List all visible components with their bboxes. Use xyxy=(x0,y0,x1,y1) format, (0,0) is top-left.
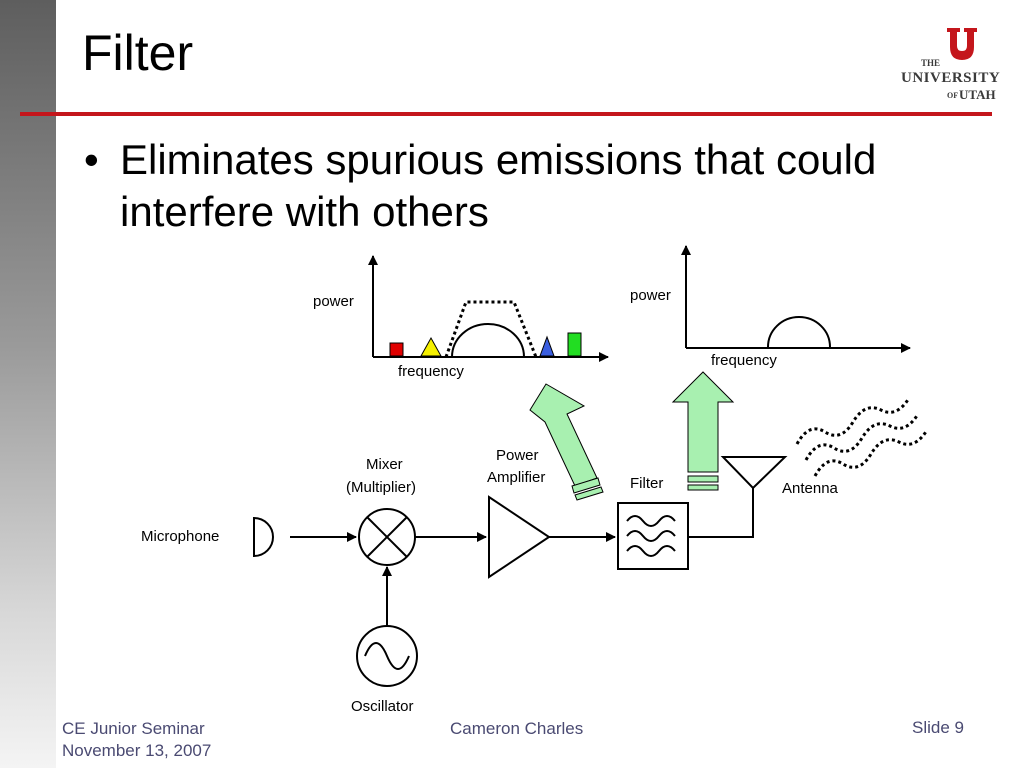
bullet-marker: • xyxy=(84,136,99,183)
footer-date: November 13, 2007 xyxy=(62,741,212,760)
spur-blue-triangle xyxy=(539,335,555,357)
logo-university: UNIVERSITY xyxy=(901,70,1000,86)
spur-yellow-triangle xyxy=(420,336,442,357)
spur-red-square xyxy=(389,342,404,357)
antenna-label: Antenna xyxy=(782,480,839,497)
microphone-icon xyxy=(253,516,274,558)
filter-label: Filter xyxy=(630,475,663,492)
slide-title: Filter xyxy=(82,25,194,81)
title-divider xyxy=(20,112,992,116)
mixer-label-line1: Mixer xyxy=(366,456,403,473)
amplifier-icon xyxy=(488,495,551,579)
filter-icon xyxy=(617,502,689,570)
radio-waves-icon xyxy=(795,397,929,477)
antenna-icon xyxy=(720,456,788,490)
microphone-label: Microphone xyxy=(141,528,219,545)
mixer-label-line2: (Multiplier) xyxy=(346,479,416,496)
footer-course-info: CE Junior Seminar November 13, 2007 xyxy=(62,718,211,762)
amplifier-label-line2: Amplifier xyxy=(487,469,545,486)
right-spectrum-plot: power frequency xyxy=(630,245,911,369)
right-power-label: power xyxy=(630,287,671,304)
oscillator-label: Oscillator xyxy=(351,698,414,715)
right-signal-hump xyxy=(767,316,831,348)
logo-of: OF xyxy=(947,91,958,100)
left-power-label: power xyxy=(313,293,354,310)
slide-number: Slide 9 xyxy=(912,718,964,737)
amplifier-label-line1: Power xyxy=(496,447,539,464)
footer-course: CE Junior Seminar xyxy=(62,719,205,738)
footer-author: Cameron Charles xyxy=(450,719,584,738)
right-green-arrow xyxy=(671,371,735,491)
left-signal-hump xyxy=(451,323,525,358)
left-green-arrow xyxy=(529,383,604,501)
side-gradient-bar xyxy=(0,0,56,768)
logo-u-mark xyxy=(947,28,977,60)
university-logo: THE UNIVERSITY OF UTAH xyxy=(901,28,1000,102)
bullet-text: Eliminates spurious emissions that could… xyxy=(120,136,877,235)
right-frequency-label: frequency xyxy=(711,352,777,369)
filter-to-antenna-wire xyxy=(688,488,754,538)
logo-utah: UTAH xyxy=(959,87,996,102)
spur-green-bar xyxy=(567,332,582,357)
mixer-icon xyxy=(358,508,416,566)
oscillator-icon xyxy=(356,625,418,687)
logo-the: THE xyxy=(921,58,940,68)
left-frequency-label: frequency xyxy=(398,363,464,380)
left-spectrum-plot: power frequency xyxy=(313,255,609,380)
